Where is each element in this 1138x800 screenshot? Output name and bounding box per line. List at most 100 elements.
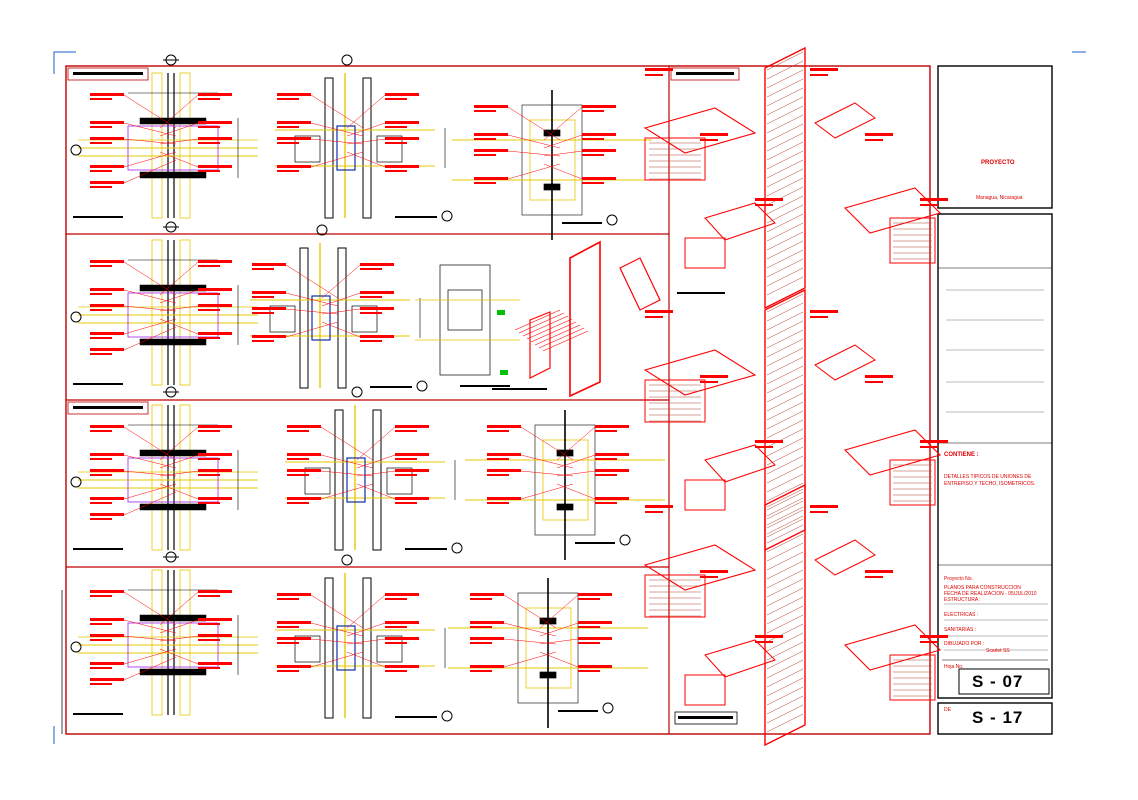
annotation-label bbox=[90, 453, 124, 456]
annotation-label bbox=[198, 662, 232, 665]
annotation-label bbox=[360, 307, 394, 310]
leader-line bbox=[310, 94, 364, 129]
leader-line bbox=[310, 622, 364, 637]
annotation-label bbox=[90, 667, 112, 669]
leader-line bbox=[123, 656, 177, 681]
annotation-label bbox=[395, 453, 429, 456]
detail-title-box bbox=[674, 711, 738, 725]
stiffener bbox=[543, 183, 561, 191]
north-symbol bbox=[602, 702, 614, 714]
annotation-label bbox=[920, 641, 938, 643]
leader-line bbox=[356, 483, 396, 500]
beam-side bbox=[889, 459, 936, 506]
leader-line bbox=[159, 138, 199, 145]
leader-line bbox=[285, 321, 339, 338]
annotation-label bbox=[645, 505, 673, 508]
beam-column-detail bbox=[70, 551, 258, 716]
annotation-label bbox=[90, 348, 124, 351]
stiffener bbox=[556, 503, 574, 511]
beam-column-detail bbox=[70, 54, 258, 219]
annotation-label bbox=[578, 626, 600, 628]
annotation-label bbox=[487, 430, 509, 432]
leader-line bbox=[285, 264, 339, 299]
annotation-label bbox=[287, 502, 309, 504]
annotation-label bbox=[90, 93, 124, 96]
annotation-label bbox=[90, 458, 112, 460]
annotation-label bbox=[90, 309, 112, 311]
detail-drawings bbox=[70, 54, 665, 728]
annotation-label bbox=[198, 137, 232, 140]
column-hatch bbox=[766, 419, 804, 439]
annotation-label bbox=[810, 316, 828, 318]
column-hatch bbox=[766, 168, 804, 188]
column-hatch bbox=[766, 383, 804, 403]
annotation-label bbox=[865, 381, 883, 383]
column-hatch bbox=[766, 560, 804, 580]
annotation-label bbox=[595, 430, 617, 432]
plan-connection-detail bbox=[250, 224, 428, 392]
beam-stub bbox=[704, 639, 776, 678]
grid-bubble bbox=[341, 554, 353, 566]
detail-title-bar bbox=[73, 216, 123, 218]
annotation-label bbox=[277, 170, 299, 172]
beam-side bbox=[684, 479, 726, 511]
beam-stub bbox=[814, 102, 876, 139]
section-tags bbox=[67, 67, 740, 415]
end-plate bbox=[304, 467, 331, 495]
column-outline bbox=[334, 409, 344, 551]
annotation-label bbox=[360, 296, 382, 298]
annotation-label bbox=[595, 469, 629, 472]
annotation-label bbox=[198, 497, 232, 500]
north-symbol bbox=[451, 542, 463, 554]
column-hatch bbox=[766, 267, 804, 287]
column-hatch bbox=[766, 488, 804, 508]
beam-stub bbox=[704, 202, 776, 241]
annotation-label bbox=[395, 469, 429, 472]
column-hatch bbox=[766, 150, 804, 170]
annotation-label bbox=[90, 353, 112, 355]
annotation-label bbox=[595, 458, 617, 460]
annotation-label bbox=[90, 683, 112, 685]
column-hatch bbox=[766, 159, 804, 179]
annotation-label bbox=[474, 182, 496, 184]
isometric-connection-detail bbox=[492, 240, 661, 398]
leader-line bbox=[320, 454, 374, 469]
column-hatch bbox=[766, 329, 804, 349]
column-hatch bbox=[766, 695, 804, 715]
annotation-label bbox=[920, 204, 938, 206]
annotation-label bbox=[582, 149, 616, 152]
grid-bubble bbox=[70, 641, 82, 653]
column-hatch bbox=[766, 704, 804, 724]
annotation-label bbox=[865, 139, 883, 141]
annotation-label bbox=[198, 260, 232, 263]
leader-line bbox=[356, 454, 396, 469]
leader-line bbox=[159, 483, 199, 500]
grid-bubble bbox=[316, 224, 328, 236]
sheet-label: Hoja No. bbox=[944, 664, 964, 670]
annotation-label bbox=[385, 98, 407, 100]
bolt-plate bbox=[447, 289, 483, 331]
annotation-label bbox=[582, 177, 616, 180]
web-plate bbox=[336, 125, 356, 171]
column-hatch bbox=[766, 464, 804, 484]
annotation-label bbox=[90, 497, 124, 500]
column-hatch bbox=[766, 446, 804, 466]
leader-line bbox=[320, 426, 374, 461]
bolted-connection-detail bbox=[415, 264, 520, 387]
column-hatch bbox=[766, 231, 804, 251]
bolt-line bbox=[518, 312, 565, 334]
leader-line bbox=[310, 122, 364, 137]
annotation-label bbox=[920, 446, 938, 448]
leader-line bbox=[346, 138, 386, 145]
annotation-label bbox=[90, 165, 124, 168]
annotation-label bbox=[395, 502, 417, 504]
annotation-label bbox=[582, 154, 604, 156]
annotation-label bbox=[252, 291, 286, 294]
leader-line bbox=[346, 651, 386, 668]
crop-marks bbox=[53, 51, 1086, 744]
annotation-label bbox=[252, 268, 274, 270]
annotation-label bbox=[287, 453, 321, 456]
leader-line bbox=[123, 289, 177, 304]
beam-stub bbox=[814, 344, 876, 381]
